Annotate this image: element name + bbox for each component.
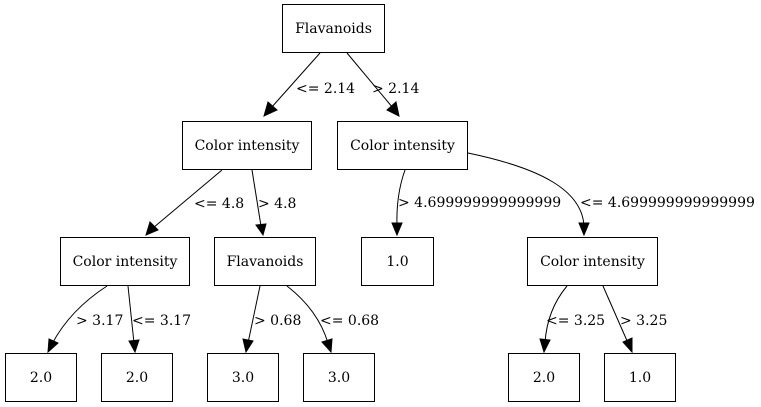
edge-left-to-leftleft xyxy=(145,169,223,236)
node-root: Flavanoids xyxy=(282,4,385,53)
node-right: Color intensity xyxy=(337,121,468,170)
edge-label-rr-rrr: > 3.25 xyxy=(620,313,667,329)
node-left-label: Color intensity xyxy=(195,138,300,154)
edge-lr-to-lrr xyxy=(286,285,333,354)
edge-root-to-right xyxy=(346,52,400,117)
edge-label-root-left: <= 2.14 xyxy=(296,81,355,97)
leaf-lll-label: 2.0 xyxy=(30,370,52,386)
leaf-lrr: 3.0 xyxy=(303,353,375,402)
leaf-lrl: 3.0 xyxy=(207,353,279,402)
edge-label-root-right: > 2.14 xyxy=(372,81,419,97)
leaf-rrr: 1.0 xyxy=(604,353,676,402)
edge-rr-to-rrr xyxy=(602,285,633,354)
node-root-label: Flavanoids xyxy=(295,21,372,37)
edge-label-rr-rrl: <= 3.25 xyxy=(546,313,605,329)
edge-label-left-leftright: > 4.8 xyxy=(258,196,296,212)
edge-ll-to-llr xyxy=(127,285,140,354)
edge-right-to-rightleft xyxy=(391,169,406,237)
edge-right-to-rightright xyxy=(467,152,590,237)
edge-left-to-leftright xyxy=(251,169,267,237)
edge-root-to-left xyxy=(263,52,321,117)
edge-label-right-rightright: <= 4.699999999999999 xyxy=(580,195,755,211)
leaf-llr-label: 2.0 xyxy=(126,370,148,386)
edge-label-lr-lrl: > 0.68 xyxy=(254,313,301,329)
edge-ll-to-lll xyxy=(47,285,108,354)
edge-label-ll-llr: <= 3.17 xyxy=(132,313,191,329)
node-right-right-label: Color intensity xyxy=(540,254,645,270)
leaf-rrl-label: 2.0 xyxy=(533,370,555,386)
leaf-lrr-label: 3.0 xyxy=(328,370,350,386)
leaf-llr: 2.0 xyxy=(101,353,173,402)
edge-label-ll-lll: > 3.17 xyxy=(76,313,123,329)
node-right-label: Color intensity xyxy=(350,138,455,154)
edge-lr-to-lrl xyxy=(242,285,261,354)
leaf-rrr-label: 1.0 xyxy=(629,370,651,386)
node-left-right: Flavanoids xyxy=(214,237,316,286)
node-left-left-label: Color intensity xyxy=(73,254,178,270)
node-left-left: Color intensity xyxy=(60,237,190,286)
edge-label-left-leftleft: <= 4.8 xyxy=(194,196,244,212)
leaf-rrl: 2.0 xyxy=(508,353,580,402)
leaf-lrl-label: 3.0 xyxy=(232,370,254,386)
edge-label-right-rightleft: > 4.699999999999999 xyxy=(398,195,561,211)
node-left-right-label: Flavanoids xyxy=(227,254,304,270)
edge-label-lr-lrr: <= 0.68 xyxy=(320,313,379,329)
node-left: Color intensity xyxy=(182,121,312,170)
node-right-left-label: 1.0 xyxy=(386,254,408,270)
edge-rr-to-rrl xyxy=(539,285,568,354)
node-right-right: Color intensity xyxy=(527,237,658,286)
leaf-lll: 2.0 xyxy=(5,353,77,402)
node-right-left-leaf: 1.0 xyxy=(361,237,434,286)
